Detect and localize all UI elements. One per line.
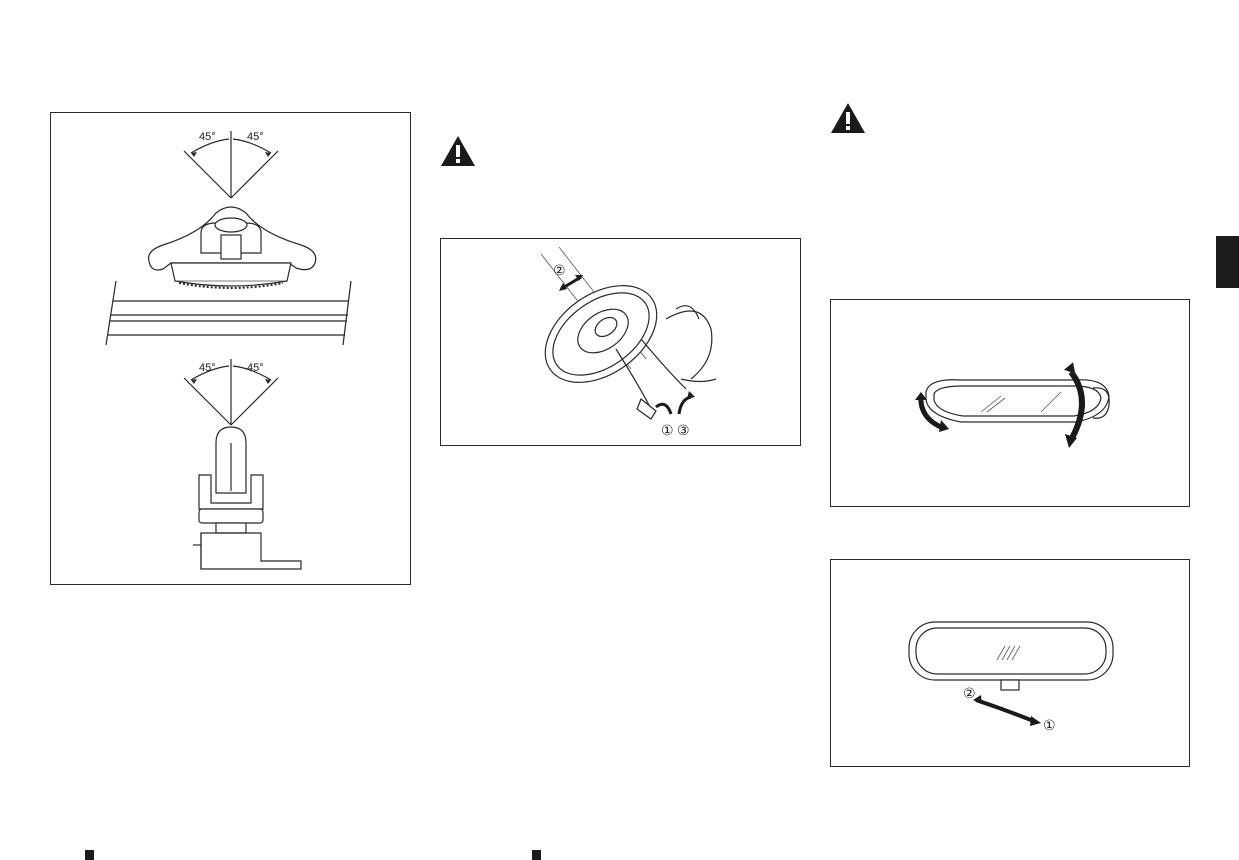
figure-child-seat-anchor: 45° 45° 45° 45° (50, 112, 411, 585)
angle-label-bottom-right: 45° (247, 362, 264, 374)
angle-label-bottom-left: 45° (199, 362, 216, 374)
callout-3: ③ (677, 423, 690, 439)
figure-mirror-tab: ② ① (830, 559, 1190, 767)
callout-2: ② (963, 686, 976, 702)
section-tab-marker (1216, 236, 1239, 288)
angle-label-top-right: 45° (247, 131, 264, 143)
mirror-tab-illustration: ② ① (908, 621, 1114, 734)
warning-triangle-icon (440, 135, 476, 167)
figure-steering-tilt: ② ① ③ (440, 238, 801, 446)
mirror-adjust-illustration (915, 362, 1110, 448)
page-marker-middle (532, 850, 541, 860)
figure-mirror-adjust (830, 299, 1190, 507)
angle-label-top-left: 45° (199, 131, 216, 143)
steering-illustration: ② ① ③ (540, 246, 717, 439)
callout-1: ① (661, 423, 674, 439)
page-marker-left (85, 850, 94, 860)
warning-triangle-icon (830, 102, 866, 134)
anchor-illustration: 45° 45° 45° 45° (105, 131, 352, 570)
callout-1: ① (1043, 718, 1056, 734)
callout-2: ② (553, 263, 566, 279)
